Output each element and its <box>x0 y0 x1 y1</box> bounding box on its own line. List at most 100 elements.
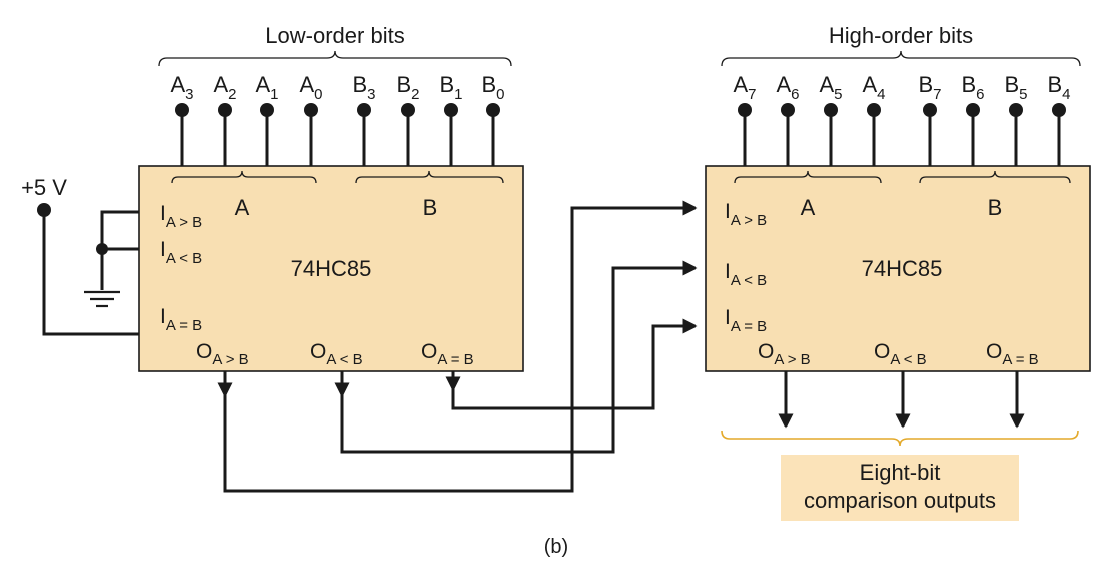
pin-letter: A <box>170 72 185 97</box>
low-pin-b1: B1 <box>439 72 463 166</box>
low-order-bits-title: Low-order bits <box>265 23 404 48</box>
high-pin-b7: B7 <box>918 72 942 166</box>
cascade-tie-wire <box>100 210 139 251</box>
svg-text:B3: B3 <box>352 72 375 103</box>
svg-text:B2: B2 <box>396 72 419 103</box>
output-letter: O <box>986 340 1002 363</box>
supply-and-ground: +5 V <box>21 175 139 336</box>
svg-text:A3: A3 <box>170 72 193 103</box>
output-subscript: A > B <box>774 351 810 368</box>
supply-voltage-label: +5 V <box>21 175 67 200</box>
pin-letter: A <box>733 72 748 97</box>
output-subscript: A < B <box>326 351 362 368</box>
low-b-pins: B3 B2 B1 B0 <box>352 72 505 166</box>
high-pin-b5: B5 <box>1004 72 1028 166</box>
pin-terminal <box>738 103 752 117</box>
input-letter: I <box>160 238 166 261</box>
svg-text:A5: A5 <box>819 72 842 103</box>
svg-text:A0: A0 <box>299 72 322 103</box>
chip-b-label: B <box>988 195 1003 220</box>
output-subscript: A > B <box>212 351 248 368</box>
pin-subscript: 2 <box>411 86 419 103</box>
input-a-equal-b: IA = B <box>725 306 767 335</box>
outputs-caption-line-2: comparison outputs <box>804 488 996 513</box>
chip-a-label: A <box>801 195 816 220</box>
pin-terminal <box>357 103 371 117</box>
input-subscript: A = B <box>166 317 202 334</box>
cascade-wires <box>217 200 698 493</box>
wire-greater-to-greater <box>223 200 698 493</box>
svg-text:B5: B5 <box>1004 72 1027 103</box>
svg-text:B0: B0 <box>481 72 504 103</box>
pin-subscript: 7 <box>748 86 756 103</box>
pin-terminal <box>824 103 838 117</box>
input-letter: I <box>160 305 166 328</box>
pin-subscript: 1 <box>454 86 462 103</box>
input-a-greater-b: IA > B <box>725 200 767 229</box>
pin-terminal <box>260 103 274 117</box>
pin-letter: B <box>1047 72 1062 97</box>
pin-terminal <box>781 103 795 117</box>
chip-low-order: A B 74HC85 IA > B IA < B IA = B OA > B O… <box>138 165 524 372</box>
output-a-greater-b: OA > B <box>196 340 249 368</box>
chip-a-brace <box>171 170 317 184</box>
output-subscript: A = B <box>1002 351 1038 368</box>
low-pin-a3: A3 <box>170 72 194 166</box>
svg-text:A1: A1 <box>255 72 278 103</box>
wire-equal-to-equal <box>451 318 698 410</box>
chip-a-brace <box>734 170 882 184</box>
low-pin-b0: B0 <box>481 72 505 166</box>
output-a-equal-b: OA = B <box>986 340 1039 368</box>
pin-letter: A <box>862 72 877 97</box>
svg-text:B4: B4 <box>1047 72 1070 103</box>
output-letter: O <box>421 340 437 363</box>
pin-subscript: 5 <box>1019 86 1027 103</box>
input-a-greater-b: IA > B <box>160 202 202 231</box>
input-a-less-b: IA < B <box>160 238 202 267</box>
input-subscript: A > B <box>166 214 202 231</box>
chip-body <box>138 165 524 372</box>
pin-letter: B <box>1004 72 1019 97</box>
pin-terminal <box>304 103 318 117</box>
output-subscript: A < B <box>890 351 926 368</box>
pin-terminal <box>1052 103 1066 117</box>
low-order-brace <box>158 50 512 67</box>
output-letter: O <box>310 340 326 363</box>
final-outputs: Eight-bit comparison outputs <box>721 371 1079 521</box>
low-pin-a1: A1 <box>255 72 279 166</box>
high-pin-a6: A6 <box>776 72 800 166</box>
output-a-less-b: OA < B <box>874 340 927 368</box>
outputs-brace <box>721 430 1079 447</box>
input-letter: I <box>725 306 731 329</box>
chip-part-number: 74HC85 <box>862 256 943 281</box>
pin-letter: B <box>352 72 367 97</box>
low-a-pins: A3 A2 A1 A0 <box>170 72 323 166</box>
outputs-caption-line-1: Eight-bit <box>860 460 941 485</box>
input-letter: I <box>160 202 166 225</box>
pin-terminal <box>218 103 232 117</box>
chip-b-brace <box>355 170 504 184</box>
low-pin-a2: A2 <box>213 72 237 166</box>
pin-subscript: 5 <box>834 86 842 103</box>
svg-text:B6: B6 <box>961 72 984 103</box>
pin-terminal <box>1009 103 1023 117</box>
pin-terminal <box>486 103 500 117</box>
high-order-brace <box>721 50 1081 67</box>
pin-subscript: 1 <box>270 86 278 103</box>
pin-terminal <box>444 103 458 117</box>
pin-subscript: 6 <box>976 86 984 103</box>
low-pin-b2: B2 <box>396 72 420 166</box>
pin-terminal <box>867 103 881 117</box>
output-letter: O <box>758 340 774 363</box>
input-a-equal-b: IA = B <box>160 305 202 334</box>
high-pin-a7: A7 <box>733 72 757 166</box>
pin-letter: B <box>961 72 976 97</box>
svg-text:A4: A4 <box>862 72 885 103</box>
chip-b-label: B <box>423 195 438 220</box>
pin-letter: A <box>213 72 228 97</box>
pin-letter: A <box>255 72 270 97</box>
svg-text:B7: B7 <box>918 72 941 103</box>
input-letter: I <box>725 260 731 283</box>
pin-subscript: 4 <box>1062 86 1070 103</box>
